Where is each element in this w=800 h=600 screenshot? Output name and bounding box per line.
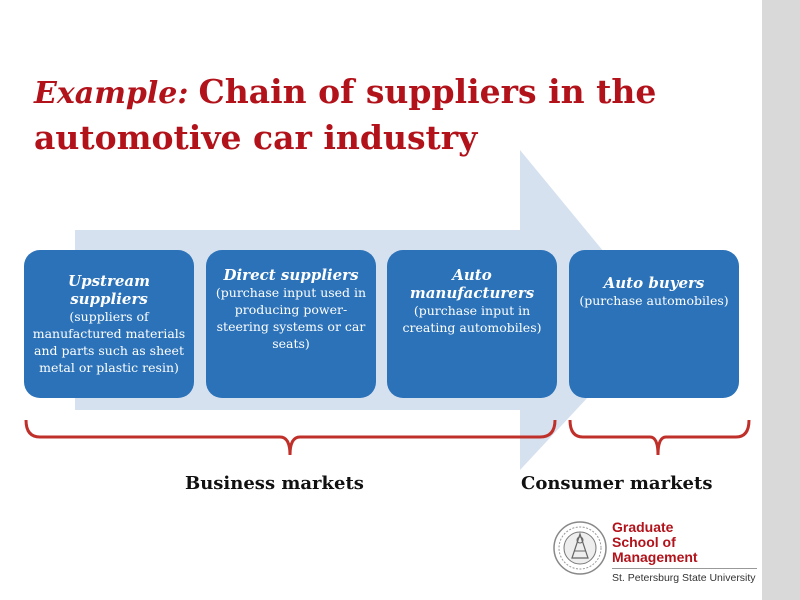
title-text: Chain of suppliers in the automotive car…	[34, 72, 657, 157]
title-example-label: Example:	[34, 76, 189, 111]
logo-line-school: School of Management	[612, 534, 698, 565]
market-brackets	[24, 419, 751, 456]
consumer-markets-brace	[568, 419, 751, 456]
consumer-markets-label: Consumer markets	[521, 473, 713, 494]
chain-box-upstream-suppliers: Upstream suppliers (suppliers of manufac…	[24, 250, 194, 398]
logo-line-university: St. Petersburg State University	[612, 568, 757, 585]
business-markets-label: Business markets	[185, 473, 364, 494]
chain-box-detail: (purchase automobiles)	[579, 293, 729, 308]
university-logo: Graduate School of Management St. Peters…	[552, 518, 757, 584]
chain-box-detail: (suppliers of manufactured materials and…	[32, 309, 186, 375]
chain-box-title: Auto manufacturers	[409, 266, 535, 302]
chain-box-title: Direct suppliers	[223, 266, 359, 284]
side-bar	[762, 0, 800, 600]
logo-line-graduate: Graduate	[612, 519, 674, 535]
chain-box-auto-buyers: Auto buyers (purchase automobiles)	[569, 250, 739, 398]
chain-box-title: Auto buyers	[603, 274, 705, 292]
chain-box-direct-suppliers: Direct suppliers (purchase input used in…	[206, 250, 376, 398]
chain-box-detail: (purchase input used in producing power-…	[215, 285, 367, 351]
chain-box-auto-manufacturers: Auto manufacturers (purchase input in cr…	[387, 250, 557, 398]
chain-box-detail: (purchase input in creating automobiles)	[402, 303, 542, 335]
slide-title: Example:Chain of suppliers in the automo…	[34, 70, 734, 160]
business-markets-brace	[24, 419, 557, 456]
chain-box-title: Upstream suppliers	[68, 272, 150, 308]
university-seal-icon	[553, 521, 607, 575]
logo-text: Graduate School of Management St. Peters…	[612, 520, 757, 585]
